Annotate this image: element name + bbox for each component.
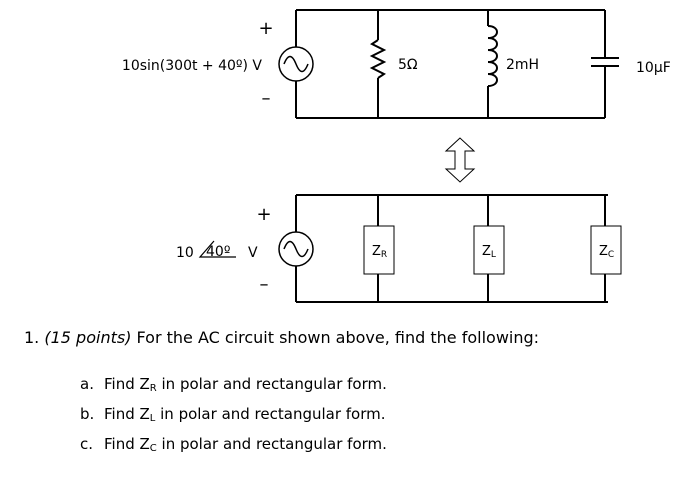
resistor-symbol [369,39,387,79]
minus-sign-phasor: – [260,274,269,295]
problem-statement: 1. (15 points) For the AC circuit shown … [24,328,539,348]
resistor-label: 5Ω [398,57,418,73]
list-item: a.Find ZR in polar and rectangular form. [80,375,387,394]
impedance-boxes [363,225,622,275]
list-item: c.Find ZC in polar and rectangular form. [80,435,387,454]
zl-box [473,225,505,275]
minus-sign: – [262,88,271,109]
angle-symbol-icon [198,240,236,258]
source-label: 10sin(300t + 40º) V [122,58,262,74]
source-unit: V [248,245,258,261]
problem-points: (15 points) [44,328,132,347]
equivalence-arrow-icon [444,137,476,183]
list-item: b.Find ZL in polar and rectangular form. [80,405,386,424]
source-angle: 40º [206,244,230,260]
zl-label: ZL [482,244,496,260]
zc-label: ZC [599,244,614,260]
source-magnitude: 10 [176,245,194,261]
problem-items: a.Find ZR in polar and rectangular form.… [80,374,387,464]
time-domain-circuit [295,9,619,119]
plus-sign-phasor: + [256,204,271,225]
zr-label: ZR [372,244,387,260]
problem-text: For the AC circuit shown above, find the… [136,328,540,347]
ac-source-symbol [278,46,314,82]
plus-sign: + [258,18,273,39]
inductor-label: 2mH [506,57,539,73]
ac-source-symbol-phasor [278,231,314,267]
phasor-domain-circuit [295,194,629,303]
zr-box [363,225,395,275]
problem-number: 1. [24,328,40,347]
zc-box [590,225,622,275]
inductor-symbol [487,25,498,87]
capacitor-label: 10µF [636,60,671,76]
